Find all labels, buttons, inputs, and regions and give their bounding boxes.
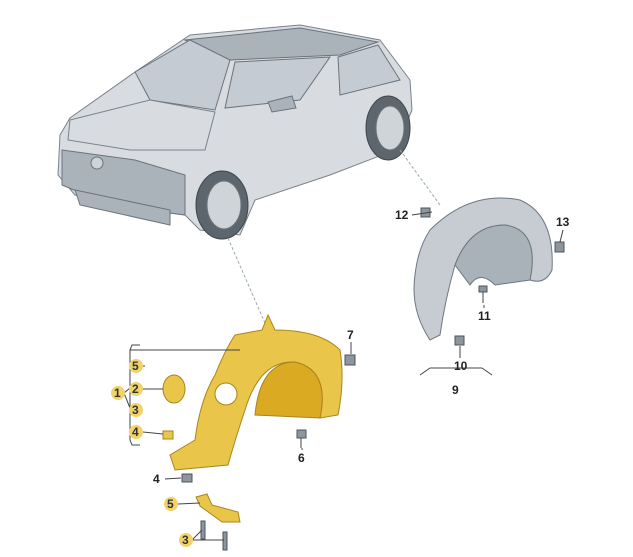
highlight-label-1: 1 xyxy=(111,386,125,400)
front-wheel-housing-liner xyxy=(169,313,343,471)
bolt-6 xyxy=(296,429,307,448)
highlight-label-3-top: 3 xyxy=(129,403,143,417)
label-9: 9 xyxy=(452,383,459,397)
svg-text:4: 4 xyxy=(132,425,139,439)
label-12: 12 xyxy=(395,208,409,222)
car-illustration xyxy=(57,24,413,240)
label-4-plain: 4 xyxy=(153,472,160,486)
highlight-label-5-bottom: 5 xyxy=(164,497,178,511)
rear-wheel-housing-liner xyxy=(413,197,553,341)
cap-2 xyxy=(162,374,186,404)
label-6: 6 xyxy=(298,451,305,465)
rear-bolt-11 xyxy=(478,285,488,303)
rivets-3 xyxy=(200,520,228,551)
svg-text:5: 5 xyxy=(132,359,139,373)
rear-nut-13 xyxy=(554,241,565,253)
rear-wheel-leader xyxy=(399,149,441,206)
label-13: 13 xyxy=(556,215,570,229)
bracket-5 xyxy=(195,493,241,523)
highlight-label-2: 2 xyxy=(129,382,143,396)
svg-text:1: 1 xyxy=(114,386,121,400)
highlight-label-4: 4 xyxy=(129,425,143,439)
svg-text:3: 3 xyxy=(182,533,189,547)
label-11: 11 xyxy=(478,309,491,323)
front-wheel-leader xyxy=(227,237,269,331)
svg-text:3: 3 xyxy=(132,403,139,417)
highlight-label-3-bottom: 3 xyxy=(179,533,193,547)
clip-4-upper xyxy=(162,430,174,440)
rear-clip-10 xyxy=(454,335,465,346)
label-10: 10 xyxy=(454,359,468,373)
svg-text:5: 5 xyxy=(167,497,174,511)
nut-7 xyxy=(344,354,356,366)
label-7: 7 xyxy=(347,328,354,342)
highlight-label-5-top: 5 xyxy=(129,359,143,373)
clip-4-lower xyxy=(181,473,193,483)
svg-text:2: 2 xyxy=(132,382,139,396)
